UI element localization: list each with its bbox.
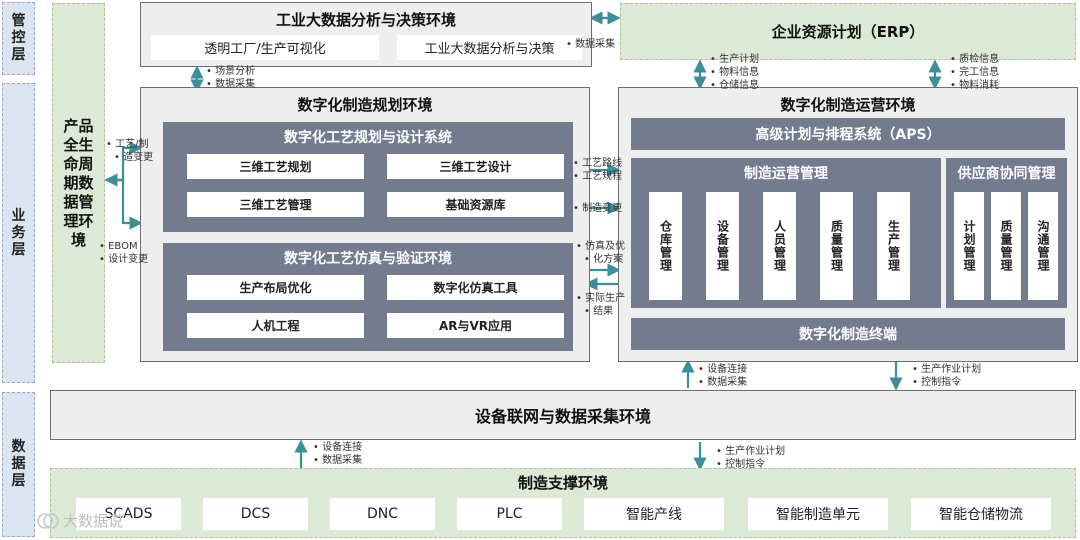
supplier-item: 计划管理 (954, 192, 984, 300)
watermark-logo-icon (37, 512, 59, 529)
mom-item: 仓库管理 (649, 192, 682, 300)
mom-item: 质量管理 (820, 192, 853, 300)
layer-label-management: 管 控 层 (2, 2, 35, 75)
network-env: 设备联网与数据采集环境 (50, 390, 1076, 440)
erp-title: 企业资源计划（ERP） (771, 23, 925, 41)
aps-bar: 高级计划与排程系统（APS） (631, 118, 1065, 150)
support-item: DNC (330, 498, 435, 530)
ops-title: 数字化制造运营环境 (780, 96, 916, 114)
process-item: 三维工艺规划 (187, 154, 364, 179)
support-item: DCS (203, 498, 308, 530)
layer-label-data: 数 据 层 (2, 392, 35, 537)
supplier-title: 供应商协同管理 (957, 166, 1056, 182)
mom-box: 制造运营管理 仓库管理 设备管理 人员管理 质量管理 生产管理 (631, 158, 941, 308)
bigdata-item-visual: 透明工厂/生产可视化 (151, 35, 379, 60)
supplier-item: 沟通管理 (1028, 192, 1058, 300)
note-plan-ops-3: 仿真及优化方案 (576, 240, 625, 266)
sim-item: 人机工程 (187, 313, 364, 338)
sim-item: AR与VR应用 (387, 313, 564, 338)
planning-title: 数字化制造规划环境 (297, 96, 433, 114)
note-bigdata-erp: 数据采集 (566, 38, 615, 51)
note-plan-ops-2: 制造变更 (573, 202, 622, 215)
note-plan-ops-1: 工艺路线工艺规程 (573, 157, 622, 183)
note-ops-net-right: 生产作业计划控制指令 (912, 363, 981, 389)
process-item: 基础资源库 (387, 192, 564, 217)
mom-title: 制造运营管理 (744, 166, 828, 182)
plm-box: 产品 全生 命周 期数 据管 理环 境 (52, 3, 105, 363)
support-env: 制造支撑环境 SCADS DCS DNC PLC 智能产线 智能制造单元 智能仓… (50, 468, 1076, 538)
support-item: 智能产线 (584, 498, 724, 530)
sim-env: 数字化工艺仿真与验证环境 生产布局优化 数字化仿真工具 人机工程 AR与VR应用 (163, 243, 573, 351)
support-title: 制造支撑环境 (517, 474, 608, 492)
arrow-plm-planning-bottom (107, 178, 143, 230)
sim-title: 数字化工艺仿真与验证环境 (284, 251, 452, 267)
process-system: 数字化工艺规划与设计系统 三维工艺规划 三维工艺设计 三维工艺管理 基础资源库 (163, 122, 573, 232)
terminal-bar: 数字化制造终端 (631, 318, 1065, 350)
note-erp-left: 生产计划物料信息仓储信息 (710, 53, 759, 92)
mom-item: 设备管理 (706, 192, 739, 300)
ops-env: 数字化制造运营环境 高级计划与排程系统（APS） 制造运营管理 仓库管理 设备管… (618, 87, 1078, 362)
watermark: 大数据说 (36, 510, 123, 531)
supplier-box: 供应商协同管理 计划管理 质量管理 沟通管理 (946, 158, 1067, 308)
sim-item: 生产布局优化 (187, 275, 364, 300)
support-item: 智能制造单元 (748, 498, 888, 530)
process-item: 三维工艺管理 (187, 192, 364, 217)
supplier-item: 质量管理 (991, 192, 1021, 300)
mom-item: 生产管理 (877, 192, 910, 300)
bigdata-item-analysis: 工业大数据分析与决策 (397, 35, 582, 60)
planning-env: 数字化制造规划环境 数字化工艺规划与设计系统 三维工艺规划 三维工艺设计 三维工… (140, 87, 590, 362)
note-bigdata-planning: 场景分析数据采集 (206, 65, 255, 91)
note-plm-top: 工艺/制造变更 (106, 138, 153, 164)
support-item: 智能仓储物流 (911, 498, 1051, 530)
bigdata-title: 工业大数据分析与决策环境 (275, 11, 456, 29)
note-plm-bottom: EBOM设计变更 (99, 240, 148, 266)
note-net-sup-right: 生产作业计划控制指令 (716, 445, 785, 471)
layer-label-business: 业 务 层 (2, 83, 35, 383)
note-net-sup-left: 设备连接数据采集 (313, 441, 362, 467)
support-item: PLC (457, 498, 562, 530)
network-title: 设备联网与数据采集环境 (474, 407, 651, 426)
erp-box: 企业资源计划（ERP） (620, 3, 1076, 60)
process-item: 三维工艺设计 (387, 154, 564, 179)
bigdata-env: 工业大数据分析与决策环境 透明工厂/生产可视化 工业大数据分析与决策 (140, 2, 592, 67)
plm-title: 产品 全生 命周 期数 据管 理环 境 (63, 116, 94, 249)
note-ops-net-left: 设备连接数据采集 (698, 363, 747, 389)
sim-item: 数字化仿真工具 (387, 275, 564, 300)
note-plan-ops-4: 实际生产结果 (576, 292, 625, 318)
support-item: SCADS (76, 498, 181, 530)
note-erp-right: 质检信息完工信息物料消耗 (950, 53, 999, 92)
mom-item: 人员管理 (763, 192, 796, 300)
process-title: 数字化工艺规划与设计系统 (284, 130, 452, 146)
